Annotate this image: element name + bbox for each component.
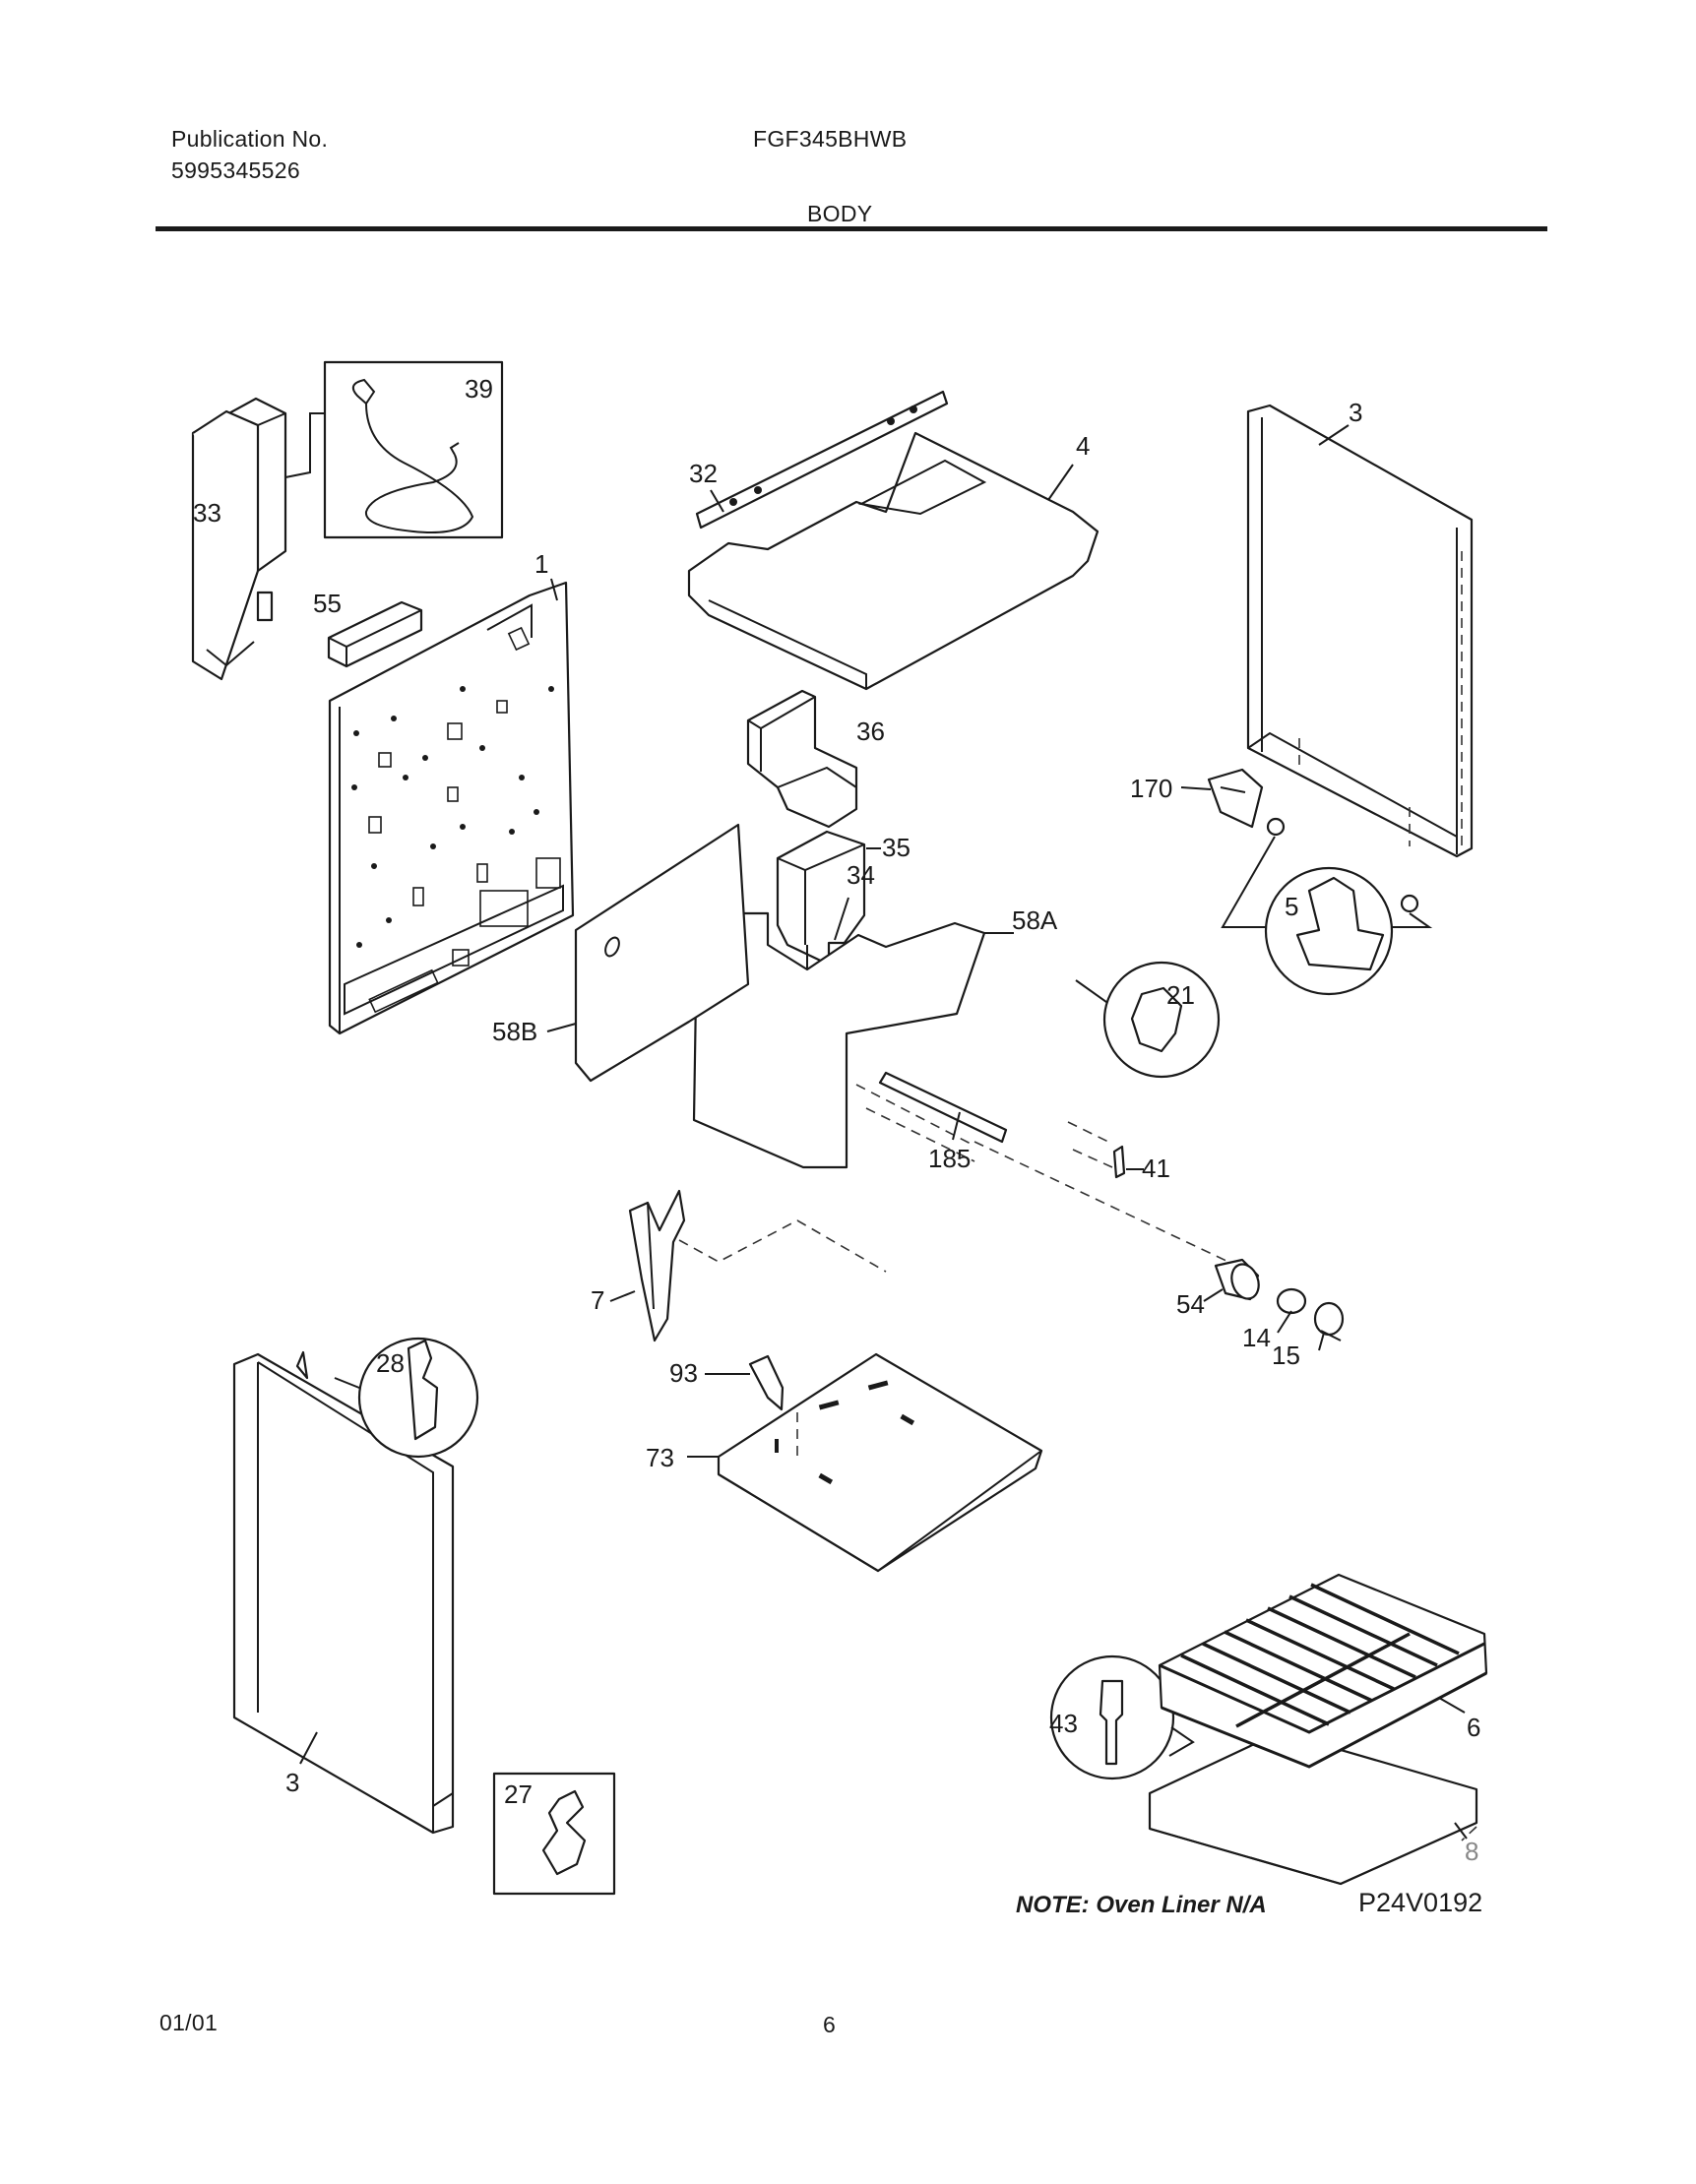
callout-58b: 58B xyxy=(492,1017,537,1046)
callout-35: 35 xyxy=(882,833,911,862)
callout-58a: 58A xyxy=(1012,905,1058,935)
drawing-code: P24V0192 xyxy=(1358,1888,1483,1917)
callout-41: 41 xyxy=(1142,1154,1170,1183)
part-27-detail xyxy=(492,1772,616,1896)
callout-1: 1 xyxy=(534,549,548,579)
callout-36: 36 xyxy=(856,717,885,746)
callout-73: 73 xyxy=(646,1443,674,1472)
callout-labels: 39 33 55 1 32 4 3 36 170 35 34 58A 5 58B… xyxy=(193,374,1480,1866)
part-28-detail xyxy=(334,1337,479,1459)
part-58b-panel xyxy=(574,823,750,1083)
callout-54: 54 xyxy=(1176,1289,1205,1319)
part-3-right-side-panel xyxy=(1246,404,1474,858)
part-54-lamp-socket xyxy=(974,1141,1260,1301)
section-title: BODY xyxy=(807,201,873,226)
part-3-left-side-panel xyxy=(232,1350,455,1835)
part-1-back-panel xyxy=(328,581,575,1035)
callout-185: 185 xyxy=(928,1144,971,1173)
callout-39: 39 xyxy=(465,374,493,404)
callout-leaders xyxy=(299,424,1468,1840)
part-58a-oven-body xyxy=(692,911,986,1169)
oven-liner-note: NOTE: Oven Liner N/A xyxy=(1016,1892,1267,1918)
callout-3-left: 3 xyxy=(285,1768,299,1797)
page-number: 6 xyxy=(823,2012,837,2037)
part-32-rail xyxy=(695,390,949,530)
part-6-oven-rack xyxy=(1158,1573,1488,1769)
callout-14: 14 xyxy=(1242,1323,1271,1352)
part-41-clip xyxy=(1067,1121,1126,1179)
part-33-junction-box xyxy=(191,397,325,681)
callout-28: 28 xyxy=(376,1348,405,1378)
callout-170: 170 xyxy=(1130,774,1172,803)
publication-number: 5995345526 xyxy=(171,157,300,183)
callout-8: 8 xyxy=(1465,1837,1478,1866)
part-185-strip xyxy=(855,1071,1008,1162)
part-36-vent xyxy=(746,689,858,829)
part-5-leveler-detail xyxy=(1221,836,1433,996)
header-rule xyxy=(156,226,1547,231)
publication-label: Publication No. xyxy=(171,126,329,152)
callout-15: 15 xyxy=(1272,1341,1300,1370)
part-14-lens xyxy=(1276,1287,1307,1315)
callout-3-right: 3 xyxy=(1349,398,1362,427)
part-21-detail xyxy=(1075,961,1221,1079)
part-170-bracket xyxy=(1207,768,1419,913)
part-4-top-panel xyxy=(687,431,1099,691)
callout-6: 6 xyxy=(1467,1713,1480,1742)
part-55-bracket xyxy=(327,600,423,668)
footer-date: 01/01 xyxy=(159,2010,219,2035)
callout-4: 4 xyxy=(1076,431,1090,461)
part-15-bulb xyxy=(1313,1301,1345,1342)
callout-7: 7 xyxy=(591,1285,604,1315)
part-7-bracket xyxy=(628,1189,887,1342)
callout-55: 55 xyxy=(313,589,342,618)
callout-34: 34 xyxy=(847,860,875,890)
model-number: FGF345BHWB xyxy=(753,126,908,152)
part-43-detail xyxy=(1049,1654,1195,1780)
part-73-oven-bottom xyxy=(717,1352,1043,1573)
callout-32: 32 xyxy=(689,459,718,488)
part-39-power-cord xyxy=(323,360,504,539)
callout-93: 93 xyxy=(669,1358,698,1388)
callout-27: 27 xyxy=(504,1779,533,1809)
part-93-bracket xyxy=(748,1354,785,1411)
callout-21: 21 xyxy=(1166,980,1195,1010)
callout-43: 43 xyxy=(1049,1709,1078,1738)
callout-33: 33 xyxy=(193,498,221,528)
callout-5: 5 xyxy=(1285,892,1298,921)
